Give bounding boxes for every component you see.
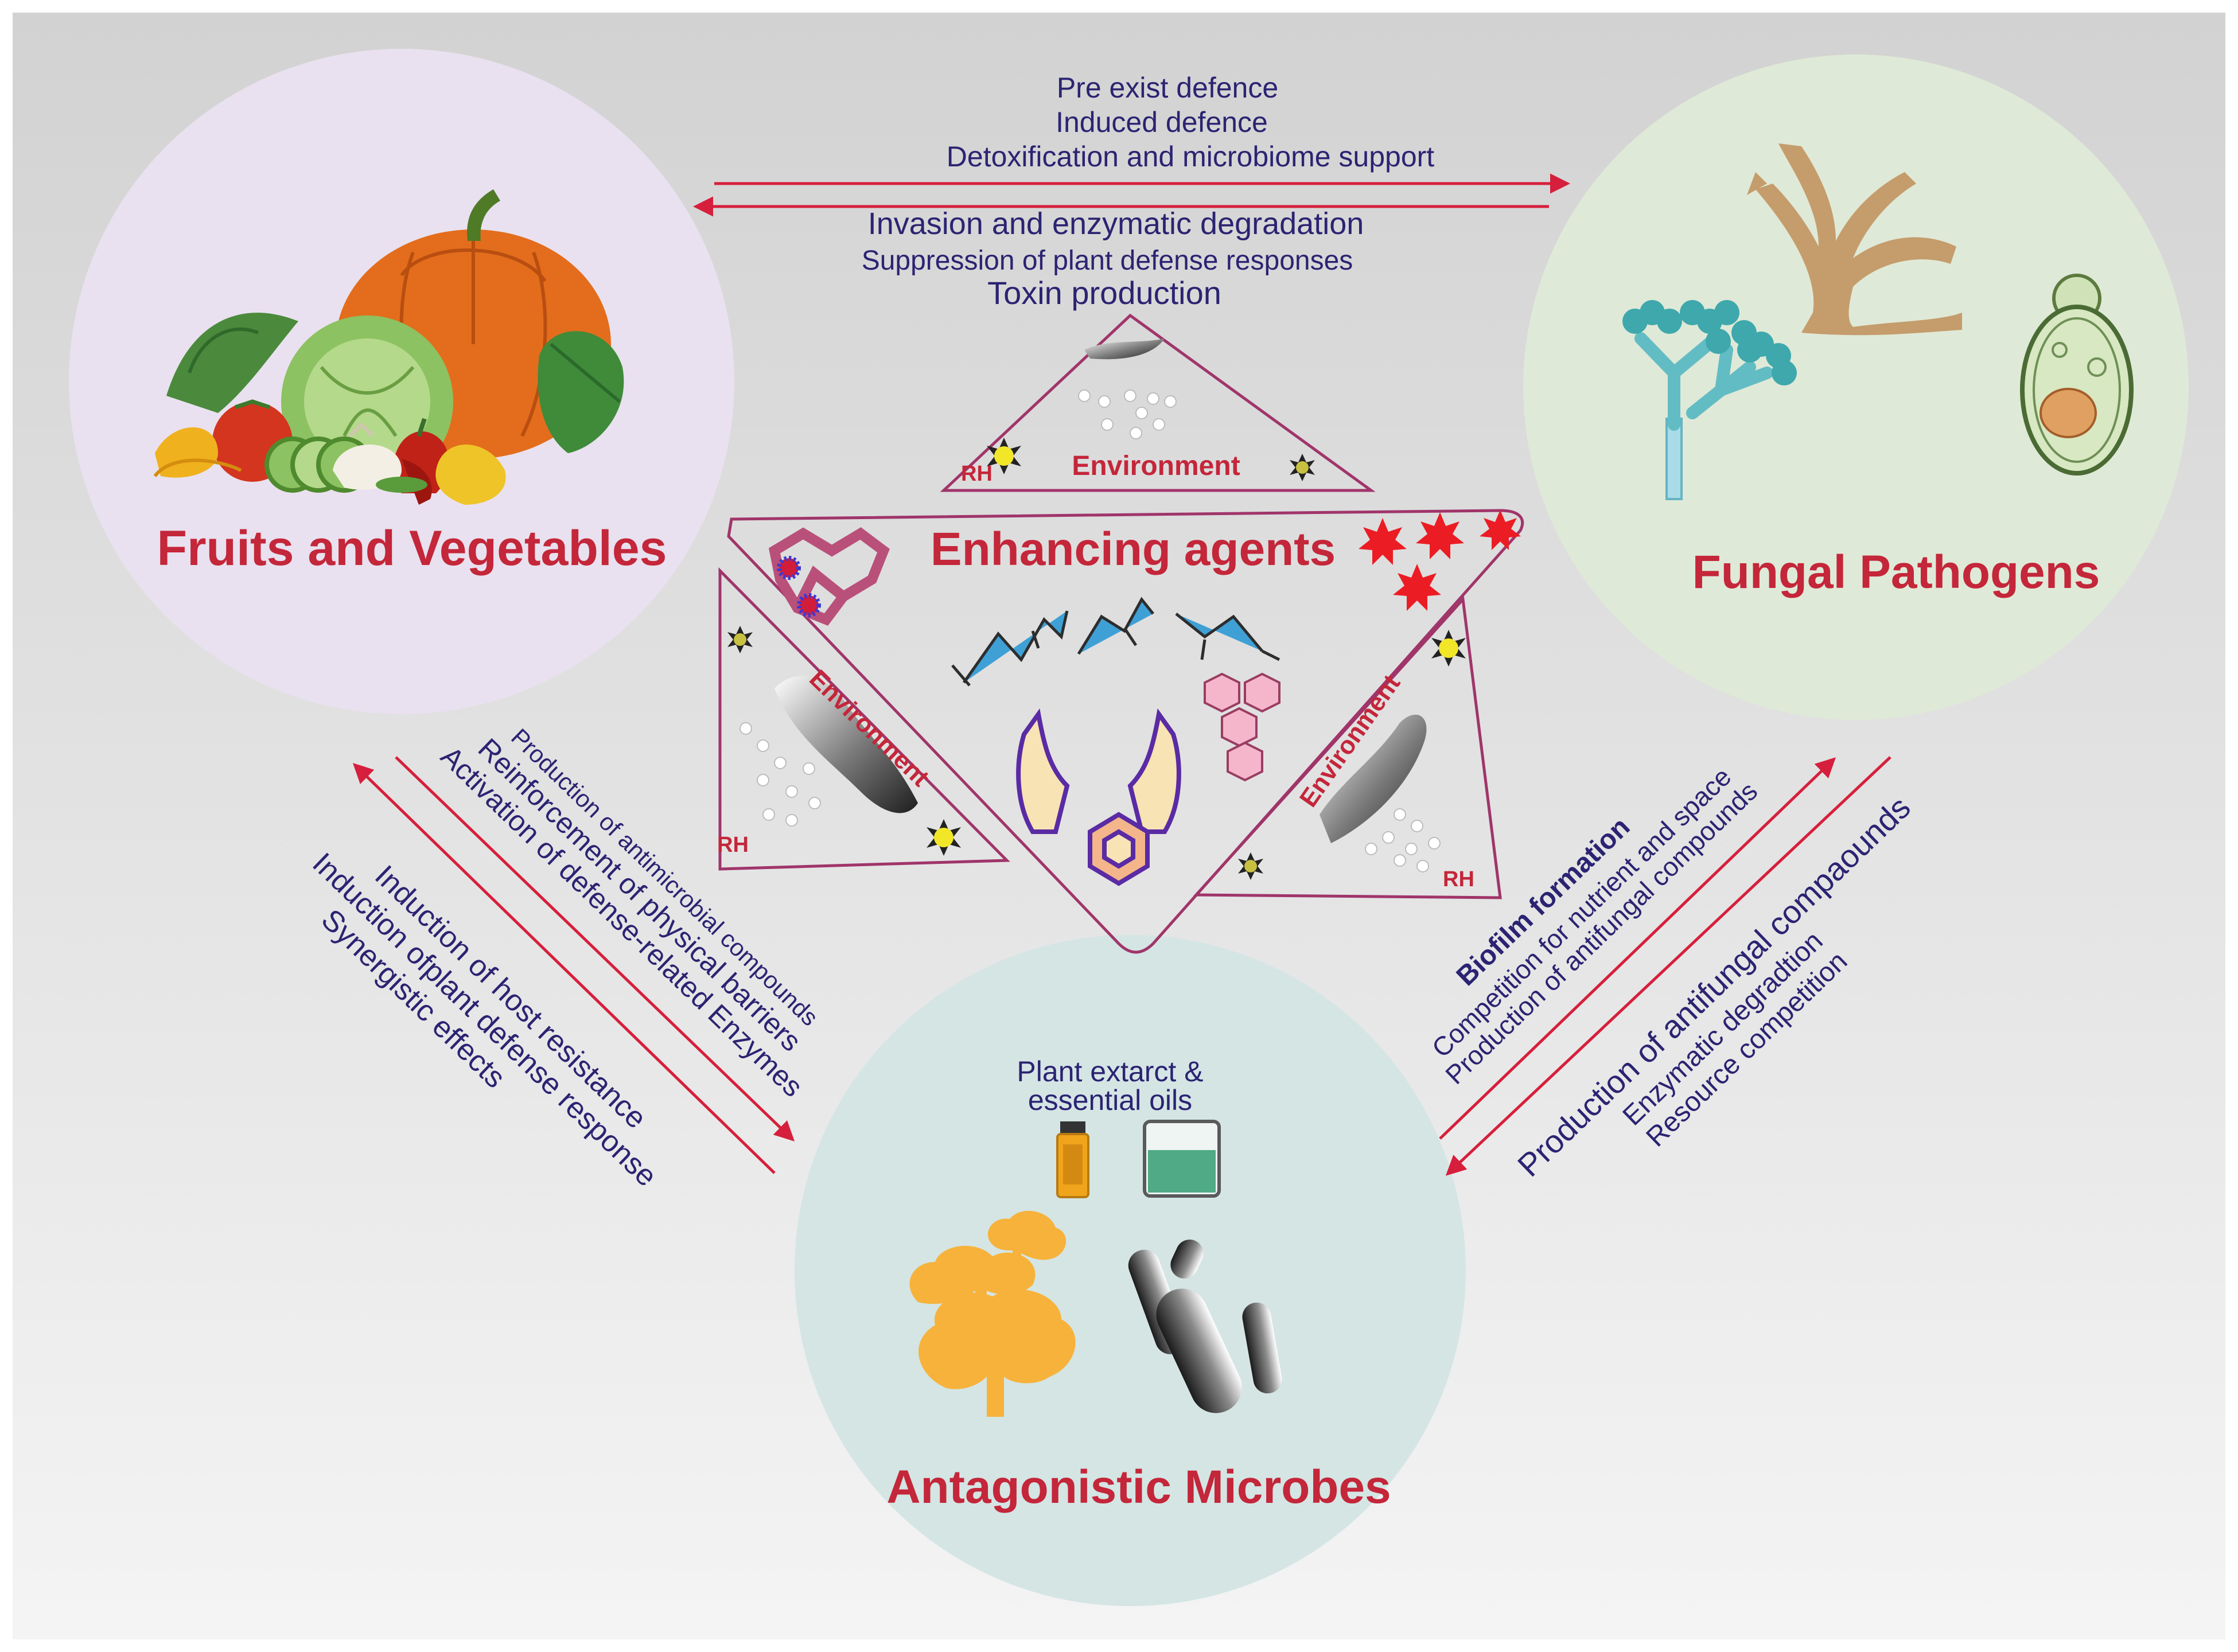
environment-label-top: Environment — [1072, 451, 1240, 481]
environment-triangle-right — [1193, 596, 1502, 899]
fruits-title: Fruits and Vegetables — [157, 521, 667, 576]
fungal-colony-icon — [909, 1210, 1076, 1417]
red-star-icon — [1359, 510, 1521, 611]
chitosan-molecule-icon — [768, 527, 890, 626]
arrow-microbes-to-fruits — [352, 763, 776, 1174]
top-label-4: Invasion and enzymatic degradation — [868, 206, 1364, 241]
fungal-hypha-icon — [1747, 143, 1962, 336]
yeast-cell-icon — [2020, 274, 2134, 476]
hands-icon — [1016, 708, 1181, 886]
rh-label-right: RH — [1443, 867, 1474, 891]
extract-line-2: essential oils — [1028, 1084, 1192, 1116]
top-label-6: Toxin production — [987, 275, 1221, 311]
environment-triangle-left — [718, 567, 1010, 871]
top-label-5: Suppression of plant defense responses — [862, 246, 1353, 276]
enhancing-agents-title: Enhancing agents — [931, 523, 1336, 575]
extract-line-1: Plant extarct & — [1017, 1055, 1203, 1088]
rh-label-top: RH — [961, 462, 992, 486]
fungal-circle — [1523, 54, 2189, 720]
enhancing-agents-triangle — [727, 509, 1524, 954]
essential-oil-vial-icon — [1056, 1121, 1089, 1198]
top-label-1: Pre exist defence — [1057, 72, 1278, 104]
top-label-3: Detoxification and microbiome support — [947, 141, 1435, 173]
hexagon-chain-icon — [1204, 672, 1280, 782]
vegetables-illustration — [153, 189, 624, 505]
conidiophore-icon — [1622, 300, 1797, 500]
arrows — [352, 173, 1891, 1176]
environment-triangle-top — [940, 313, 1376, 492]
arrow-fungal-to-microbes — [1445, 756, 1891, 1176]
beaker-icon — [1143, 1120, 1221, 1198]
arrow-fruits-to-microbes — [395, 756, 795, 1141]
arrow-microbes-to-fungal — [1439, 757, 1836, 1140]
yellow-particle-icons — [727, 438, 1466, 880]
rh-label-left: RH — [717, 833, 749, 857]
peptide-chain-icon — [951, 597, 1280, 687]
purple-blue-dot-icons — [777, 556, 821, 617]
microbes-title: Antagonistic Microbes — [886, 1461, 1391, 1513]
fungal-title: Fungal Pathogens — [1692, 546, 2100, 598]
top-label-2: Induced defence — [1056, 106, 1268, 138]
bacteria-rods-icon — [1128, 1240, 1282, 1413]
